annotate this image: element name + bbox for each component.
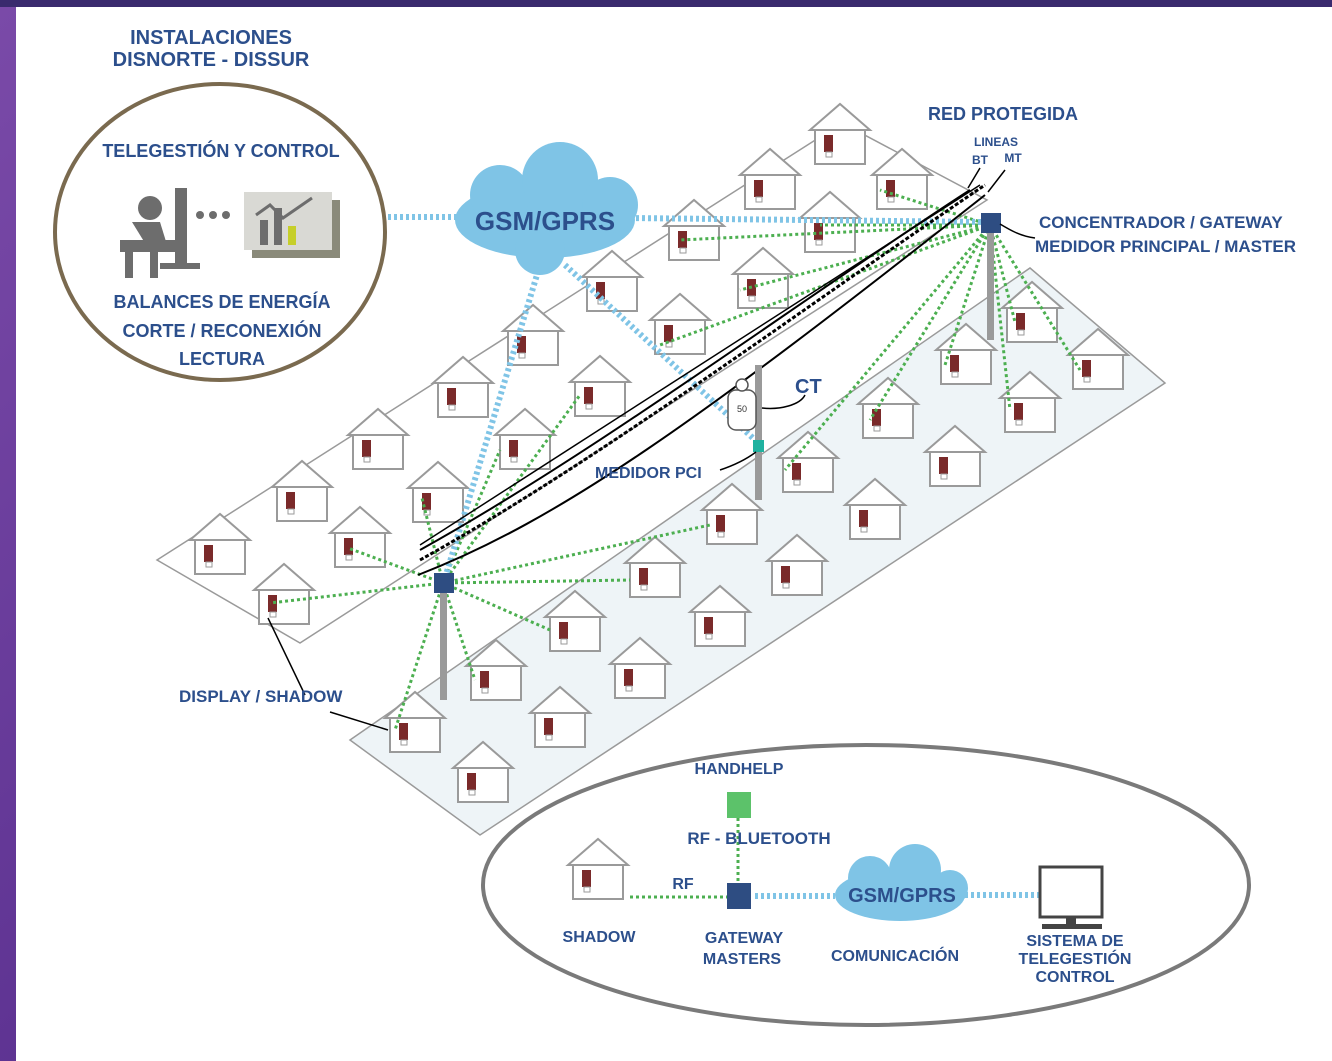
mt-arrow xyxy=(987,169,1006,193)
monitor-icon xyxy=(1038,865,1104,929)
mt-label: MT xyxy=(1004,151,1022,165)
medidor-pci-label: MEDIDOR PCI xyxy=(595,465,702,482)
legend-sistema-line-2: TELEGESTIÓN xyxy=(1019,949,1132,968)
lineas-label: LINEAS xyxy=(974,135,1018,149)
legend-handhelp: HANDHELP xyxy=(695,761,784,778)
legend-gateway-line-2: MASTERS xyxy=(703,951,782,968)
pole-right xyxy=(987,232,994,340)
gsm-cloud-main: GSM/GPRS xyxy=(455,142,638,275)
shadow-arrow-2 xyxy=(329,711,389,731)
red-protegida-label: RED PROTEGIDA xyxy=(928,104,1078,124)
operator-icon xyxy=(120,188,230,278)
legend-shadow: SHADOW xyxy=(563,929,637,946)
control-line-2: CORTE / RECONEXIÓN xyxy=(122,320,321,341)
ct-value: 50 xyxy=(737,404,747,414)
ct-transformer-icon: 50 xyxy=(727,378,757,431)
shadow-arrow-1 xyxy=(267,617,306,696)
bt-label: BT xyxy=(972,153,989,167)
gateway-left-icon xyxy=(434,573,454,593)
title-line-1: INSTALACIONES xyxy=(130,27,292,49)
diagram-labels: INSTALACIONES DISNORTE - DISSUR TELEGEST… xyxy=(102,27,1296,986)
gateway-right-icon xyxy=(981,213,1001,233)
legend-rf: RF xyxy=(672,876,694,893)
legend-cloud-label: GSM/GPRS xyxy=(848,885,956,907)
cloud-main-label: GSM/GPRS xyxy=(475,206,615,236)
legend-rf-bluetooth: RF - BLUETOOTH xyxy=(687,829,830,848)
pole-left xyxy=(440,585,447,700)
control-line-3: LECTURA xyxy=(179,349,265,369)
legend-sistema-line-3: CONTROL xyxy=(1035,969,1114,986)
legend-gateway-icon xyxy=(727,883,751,909)
concentrador-line-2: MEDIDOR PRINCIPAL / MASTER xyxy=(1035,237,1296,256)
medidor-pci-icon xyxy=(753,440,764,452)
concentrador-arrow xyxy=(999,223,1036,239)
legend-comunicacion: COMUNICACIÓN xyxy=(831,946,959,965)
ct-label: CT xyxy=(795,376,822,398)
control-line-1: BALANCES DE ENERGÍA xyxy=(113,291,330,312)
ct-arrow xyxy=(761,394,806,410)
legend-sistema-line-1: SISTEMA DE xyxy=(1026,933,1124,950)
power-lines xyxy=(417,183,986,576)
legend-cloud: GSM/GPRS xyxy=(835,844,968,921)
pole-middle xyxy=(755,365,762,500)
control-center-circle xyxy=(53,82,387,382)
bt-arrow xyxy=(967,167,981,189)
chart-card-icon xyxy=(244,192,340,258)
diagram-canvas: 50 GSM/GPRS xyxy=(16,7,1332,1061)
concentrador-line-1: CONCENTRADOR / GATEWAY xyxy=(1039,213,1283,232)
legend-handheld-icon xyxy=(727,792,751,818)
legend-gateway-line-1: GATEWAY xyxy=(705,930,784,947)
network-diagram: 50 GSM/GPRS xyxy=(53,82,1251,1027)
pci-arrow xyxy=(719,451,757,471)
title-line-2: DISNORTE - DISSUR xyxy=(113,49,310,71)
top-bar xyxy=(0,0,1332,7)
display-shadow-label: DISPLAY / SHADOW xyxy=(179,687,343,706)
control-heading: TELEGESTIÓN Y CONTROL xyxy=(102,140,339,161)
